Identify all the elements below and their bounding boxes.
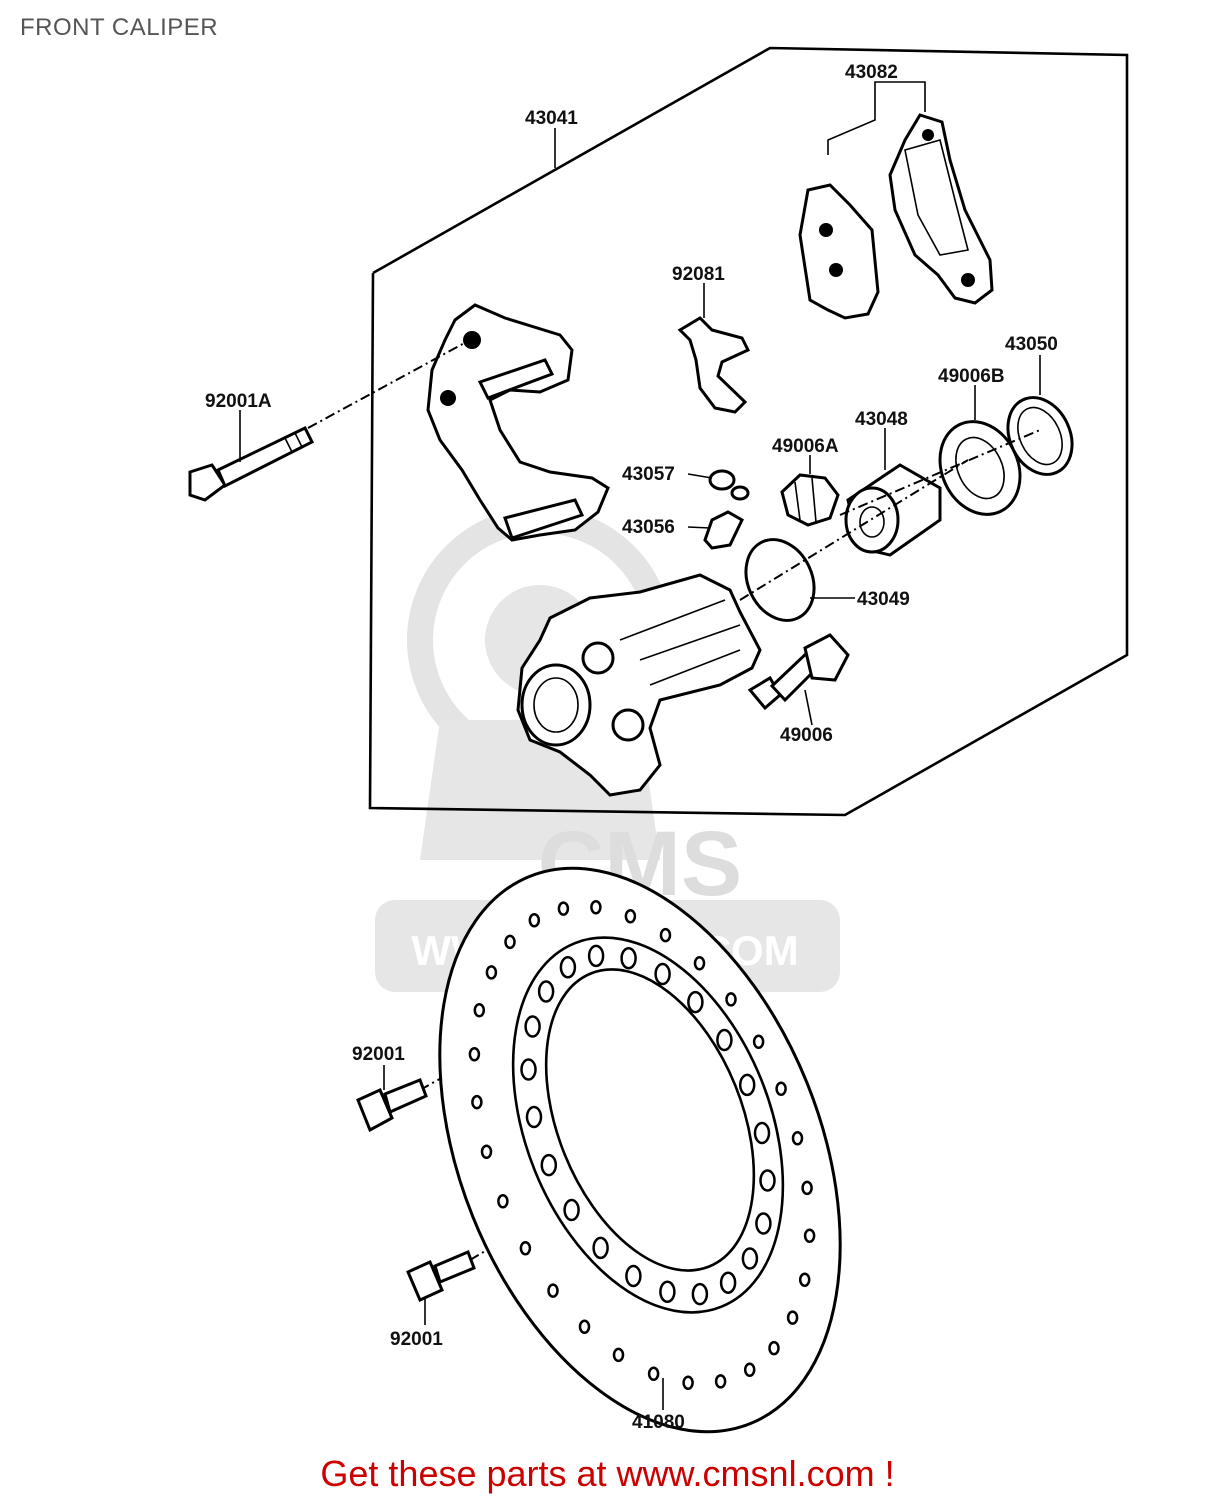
caliper-body (516, 573, 762, 797)
disc-hole (682, 1375, 694, 1391)
disc-hole (714, 1374, 727, 1389)
leader-lines (239, 81, 1041, 1410)
disc-hole (719, 1271, 737, 1294)
disc-hole (528, 913, 541, 928)
disc-hole (654, 962, 671, 986)
disc-hole (716, 1028, 733, 1052)
cap-43057 (708, 469, 750, 501)
disc-hole (519, 1240, 532, 1256)
disc-hole (480, 1144, 493, 1160)
disc-hole (659, 1280, 676, 1304)
label-92081: 92081 (672, 264, 725, 285)
disc-hole (752, 1034, 765, 1050)
disc-hole (485, 965, 498, 980)
disc-hole (578, 1319, 591, 1334)
disc-hole (659, 927, 672, 943)
label-92001-upper: 92001 (352, 1044, 405, 1065)
disc-hole (647, 1366, 660, 1382)
brake-disc (438, 866, 842, 1434)
disc-hole (801, 1180, 813, 1196)
disc-hole (497, 1193, 509, 1209)
disc-hole (743, 1362, 756, 1377)
disc-hole (547, 1283, 559, 1298)
label-49006: 49006 (780, 725, 833, 746)
label-43057: 43057 (622, 464, 675, 485)
disc-hole (587, 944, 605, 968)
seal-ring-43050 (1006, 396, 1074, 476)
disc-hole (624, 908, 637, 924)
bleed-valve-43056 (703, 510, 744, 550)
disc-hole (803, 1228, 816, 1244)
disc-hole (468, 1046, 481, 1062)
disc-hole (524, 1015, 541, 1038)
disc-hole (592, 1236, 609, 1260)
disc-hole (725, 992, 737, 1007)
disc-hole (775, 1081, 787, 1097)
bolt-92001-lower (406, 1250, 476, 1302)
disc-hole (504, 934, 516, 950)
caliper-bracket (426, 303, 610, 542)
disc-hole (612, 1347, 625, 1363)
boot-49006a (780, 473, 840, 527)
disc-hole (557, 901, 570, 916)
disc-hole (590, 899, 602, 915)
disc-hole (520, 1058, 537, 1081)
disc-hole (563, 1198, 580, 1222)
disc-hole (473, 1003, 486, 1018)
label-41080: 41080 (632, 1412, 685, 1433)
disc-hole (738, 1073, 756, 1097)
disc-hole (471, 1094, 483, 1110)
promo-link[interactable]: Get these parts at www.cmsnl.com ! (320, 1453, 895, 1494)
disc-hole (525, 1105, 543, 1129)
disc-hole (693, 956, 706, 971)
part-labels: 43041 43082 92081 92001A 43050 49006B 43… (205, 62, 1058, 1433)
pad-spring (677, 316, 751, 414)
bolt-92001-upper (356, 1078, 428, 1133)
disc-hole (741, 1247, 759, 1270)
piston-seal-43049 (744, 538, 816, 622)
disc-hole (540, 1153, 558, 1177)
pin-49006 (747, 633, 850, 711)
disc-hole (620, 946, 637, 970)
disc-hole (537, 980, 555, 1003)
label-49006b: 49006B (938, 366, 1005, 387)
disc-hole (755, 1212, 772, 1235)
label-92001-lower: 92001 (390, 1329, 443, 1350)
brake-pad-left (798, 183, 880, 320)
disc-hole (625, 1264, 642, 1288)
disc-hole (759, 1169, 776, 1192)
label-92001a: 92001A (205, 391, 272, 412)
label-49006a: 49006A (772, 436, 839, 457)
brake-pad-right (888, 113, 994, 305)
disc-hole (687, 990, 704, 1014)
label-43041: 43041 (525, 108, 578, 129)
page-title: FRONT CALIPER (20, 14, 219, 41)
piston-43048 (844, 463, 942, 557)
disc-hole (786, 1310, 799, 1325)
label-43050: 43050 (1005, 334, 1058, 355)
label-43056: 43056 (622, 517, 675, 538)
disc-holes (468, 899, 816, 1391)
label-43049: 43049 (857, 589, 910, 610)
label-43082: 43082 (845, 62, 898, 83)
assembly-outline (368, 46, 1129, 817)
disc-hole (791, 1130, 804, 1146)
disc-hole (559, 956, 577, 979)
disc-hole (691, 1282, 709, 1306)
disc-hole (798, 1272, 811, 1287)
disc-hole (768, 1340, 780, 1356)
bolt-92001a (188, 426, 315, 502)
label-43048: 43048 (855, 409, 908, 430)
disc-hole (753, 1121, 771, 1145)
